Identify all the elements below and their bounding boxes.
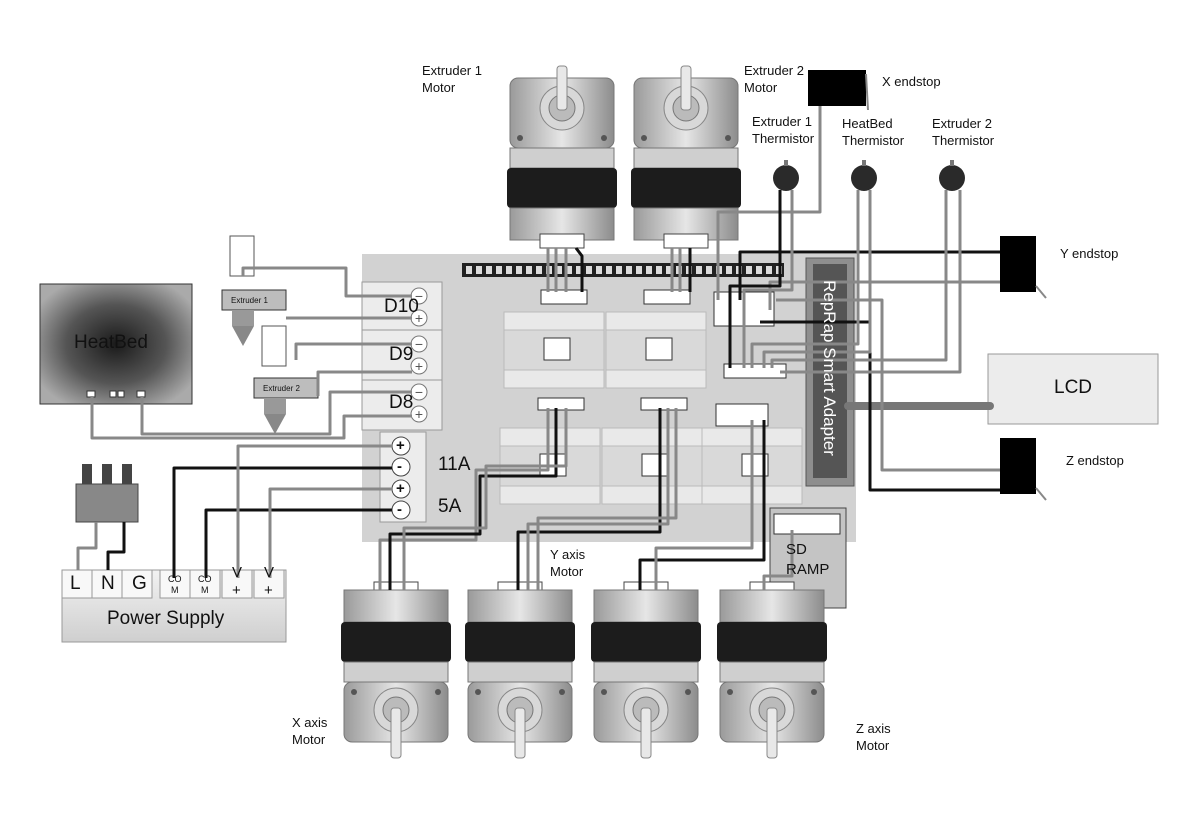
driver-e1	[503, 311, 605, 389]
ps-terminal-n: N	[101, 573, 115, 594]
sd-ramps-label: SD RAMP	[786, 541, 830, 578]
e-axis-motor	[590, 581, 702, 759]
header-pin	[576, 266, 582, 274]
header-pin	[526, 266, 532, 274]
ps-terminal-v2: V +	[264, 564, 275, 599]
header-pin	[606, 266, 612, 274]
d9-label: D9	[389, 344, 414, 365]
header-pin	[616, 266, 622, 274]
d10-label: D10	[384, 296, 419, 317]
power-sign-1: +	[396, 437, 405, 454]
extruder2-motor	[630, 65, 742, 249]
heatbed	[39, 283, 193, 405]
heatbed-thermistor-label: HeatBed Thermistor	[842, 116, 905, 148]
header-pin	[486, 266, 492, 274]
header-pin	[466, 266, 472, 274]
y-axis-motor	[464, 581, 576, 759]
power-sign-2: -	[397, 458, 402, 475]
header-pin	[656, 266, 662, 274]
hotend1-label: Extruder 1	[231, 296, 268, 305]
extruder2-thermistor	[939, 160, 965, 191]
header-pin	[556, 266, 562, 274]
header-pin	[566, 266, 572, 274]
heatbed-thermistor	[851, 160, 877, 191]
y-endstop	[999, 235, 1047, 299]
lcd-panel	[987, 353, 1159, 425]
hotend2-label: Extruder 2	[263, 384, 300, 393]
lcd-label: LCD	[1054, 377, 1093, 398]
header-pin	[496, 266, 502, 274]
z-endstop	[999, 437, 1047, 501]
svg-text:−: −	[415, 288, 423, 304]
svg-text:−: −	[415, 336, 423, 352]
x-endstop-label: X endstop	[882, 74, 941, 89]
extruder1-motor	[506, 65, 618, 249]
extruder1-thermistor	[773, 160, 799, 191]
header-pin	[626, 266, 632, 274]
x-axis-motor-label: X axis Motor	[292, 715, 328, 747]
power-sign-4: -	[397, 501, 402, 518]
heatbed-label: HeatBed	[74, 332, 148, 353]
header-pin	[586, 266, 592, 274]
z-axis-motor	[716, 581, 828, 759]
power-sign-3: +	[396, 480, 405, 497]
svg-text:+: +	[415, 310, 423, 326]
current-5a-label: 5A	[438, 496, 462, 517]
ps-terminal-v1: V +	[232, 564, 243, 599]
extruder2-motor-label: Extruder 2 Motor	[744, 63, 804, 95]
extruder1-motor-label: Extruder 1 Motor	[422, 63, 482, 95]
d8-label: D8	[389, 392, 414, 413]
header-pin	[506, 266, 512, 274]
power-supply-label: Power Supply	[107, 608, 225, 629]
header-pin	[756, 266, 762, 274]
header-pin	[646, 266, 652, 274]
smart-adapter-label: RepRap Smart Adapter	[820, 280, 839, 456]
ps-terminal-l: L	[70, 573, 81, 594]
board-header	[462, 263, 784, 277]
header-pin	[766, 266, 772, 274]
y-endstop-label: Y endstop	[1060, 246, 1119, 261]
z-endstop-label: Z endstop	[1066, 453, 1124, 468]
driver-e2	[605, 311, 707, 389]
header-pin	[536, 266, 542, 274]
ps-terminal-com1: CO M	[168, 574, 182, 595]
header-pin	[726, 266, 732, 274]
svg-text:+: +	[415, 406, 423, 422]
svg-text:+: +	[415, 358, 423, 374]
extruder1-thermistor-label: Extruder 1 Thermistor	[752, 114, 815, 146]
header-pin	[516, 266, 522, 274]
current-11a-label: 11A	[438, 454, 471, 475]
extruder2-thermistor-label: Extruder 2 Thermistor	[932, 116, 995, 148]
x-endstop	[808, 70, 866, 106]
svg-text:−: −	[415, 384, 423, 400]
header-pin	[696, 266, 702, 274]
header-pin	[746, 266, 752, 274]
hotend-2	[253, 325, 319, 434]
header-pin	[706, 266, 712, 274]
x-axis-motor	[340, 581, 452, 759]
ps-terminal-g: G	[132, 573, 147, 594]
z-axis-motor-label: Z axis Motor	[856, 721, 891, 753]
power-plug	[75, 464, 139, 523]
header-pin	[596, 266, 602, 274]
header-pin	[636, 266, 642, 274]
header-pin	[476, 266, 482, 274]
header-pin	[666, 266, 672, 274]
driver-y	[601, 427, 703, 505]
y-axis-motor-label: Y axis Motor	[550, 547, 586, 579]
ps-terminal-com2: CO M	[198, 574, 212, 595]
